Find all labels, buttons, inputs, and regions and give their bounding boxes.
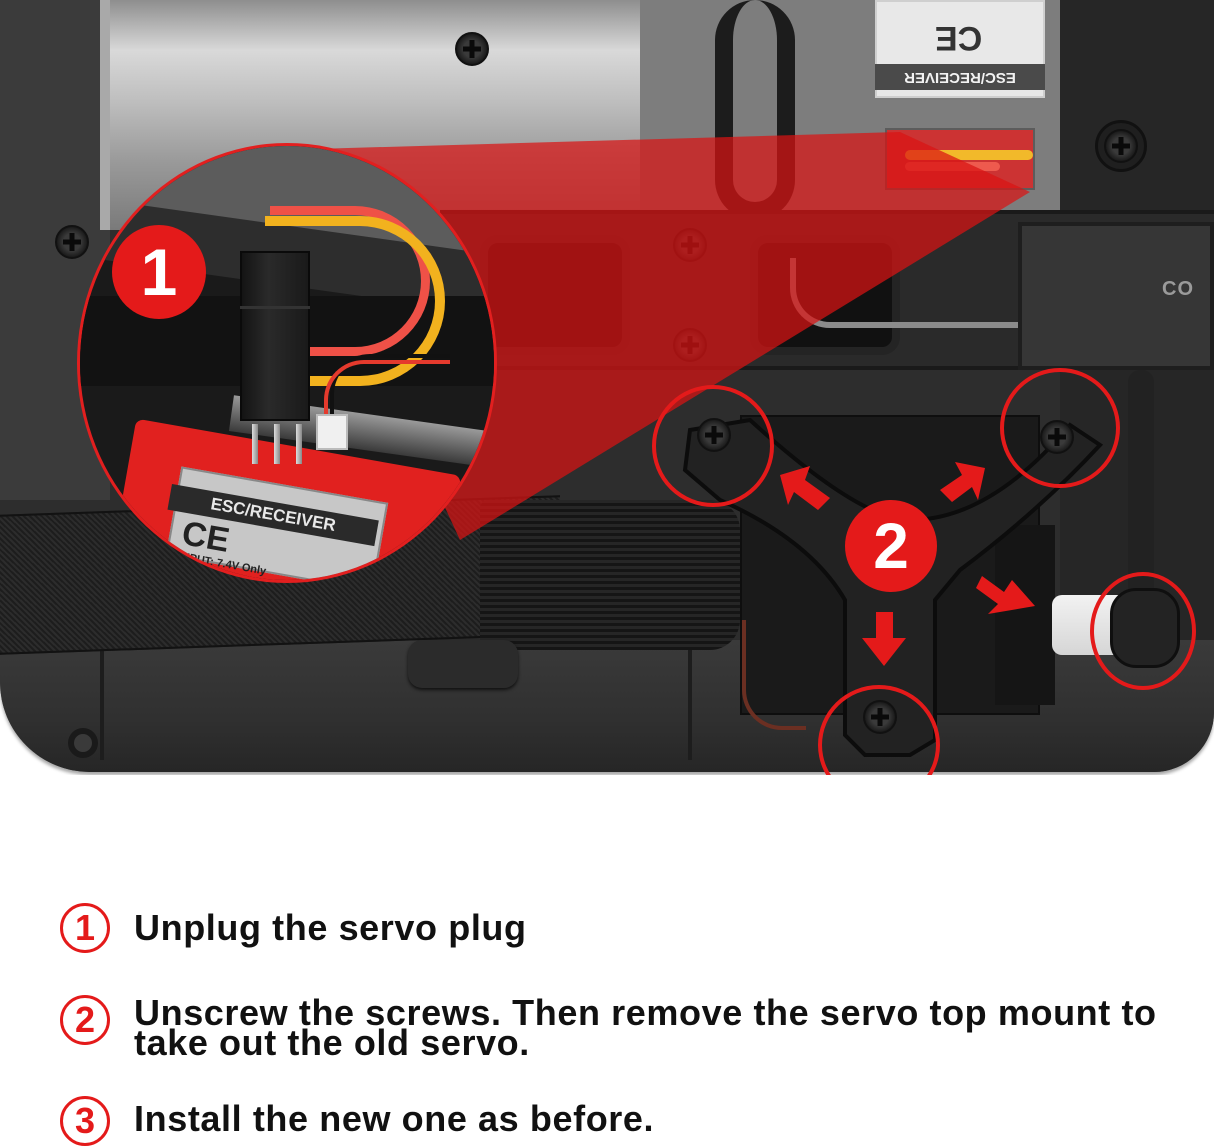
step-text-line-2: take out the old servo. [134, 1022, 530, 1063]
step-number-badge: 1 [60, 903, 110, 953]
pin [296, 424, 302, 464]
highlight-ring [652, 385, 774, 507]
pad-text: CO [1162, 278, 1194, 300]
step-2: 2 Unscrew the screws. Then remove the se… [60, 992, 1157, 1063]
highlight-ring [1090, 572, 1196, 690]
step-text: Unplug the servo plug [134, 907, 527, 948]
step-text: Unscrew the screws. Then remove the serv… [134, 992, 1157, 1063]
step-marker-1: 1 [112, 225, 206, 319]
highlight-ring [818, 685, 940, 775]
servo-wire [742, 620, 806, 730]
step-1: 1 Unplug the servo plug [60, 903, 527, 953]
step-3: 3 Install the new one as before. [60, 1096, 654, 1146]
arrow-right-icon [976, 576, 1035, 614]
step-number-badge: 2 [60, 995, 110, 1045]
highlight-ring [1000, 368, 1120, 488]
motor-screw-icon [455, 32, 489, 66]
arrow-down-icon [862, 612, 906, 666]
servo-step [995, 525, 1055, 705]
arrow-up-right-icon [940, 462, 985, 502]
servo-plug [240, 251, 310, 421]
power-connector [316, 414, 348, 450]
step-number-badge: 3 [60, 1096, 110, 1146]
plug-seam [240, 306, 310, 309]
mag-wire-red2 [324, 360, 450, 420]
header-pins [248, 424, 318, 464]
arrow-up-left-icon [780, 466, 830, 510]
rod-end-screw-icon [1104, 129, 1138, 163]
pin [274, 424, 280, 464]
black-pad [1018, 222, 1214, 370]
step-text: Install the new one as before. [134, 1098, 655, 1139]
floor-divider [688, 650, 692, 760]
zoom-magnifier: ESC/RECEIVER CE INPUT: 7.4V Only [77, 143, 497, 583]
step-text-line-1: Unscrew the screws. Then remove the serv… [134, 992, 1157, 1033]
floor-hole [68, 728, 98, 758]
product-photo: CE ESC/RECEIVER CO [0, 0, 1214, 775]
floor-divider [100, 650, 104, 760]
step-marker-2: 2 [845, 500, 937, 592]
strap-nub [408, 640, 518, 688]
pin [252, 424, 258, 464]
direction-arrows [780, 462, 1035, 666]
